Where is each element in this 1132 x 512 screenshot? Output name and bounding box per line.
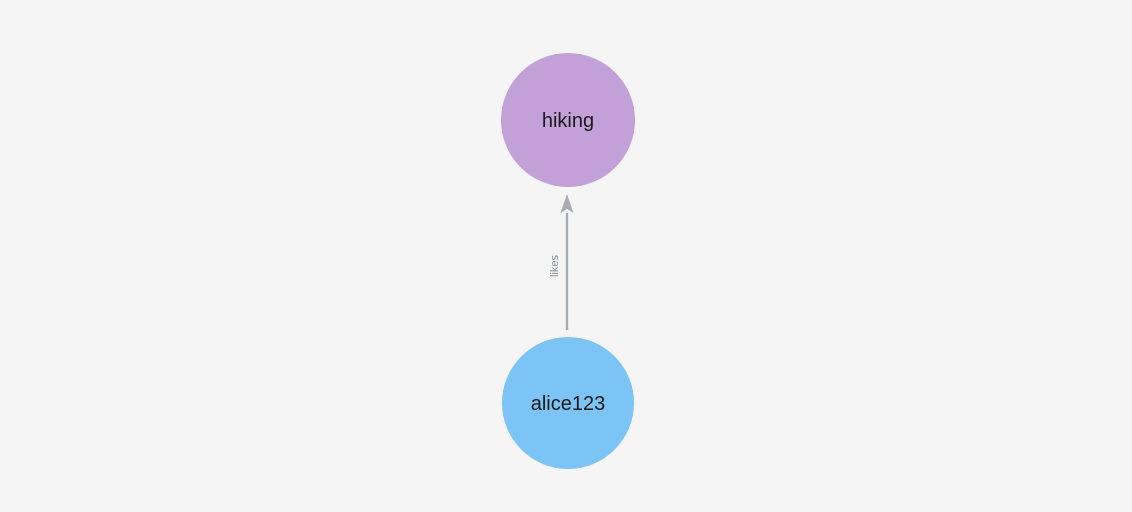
edge-arrowhead-icon	[560, 194, 574, 213]
node-label-alice123: alice123	[531, 393, 606, 415]
graph-node-hiking[interactable]: hiking	[501, 53, 635, 187]
edge-label-likes: likes	[549, 255, 561, 278]
graph-edge-alice123-hiking[interactable]: likes	[549, 194, 574, 330]
node-circle-alice123[interactable]	[502, 337, 634, 469]
node-circle-hiking[interactable]	[501, 53, 635, 187]
graph-node-alice123[interactable]: alice123	[502, 337, 634, 469]
node-label-hiking: hiking	[542, 110, 594, 132]
